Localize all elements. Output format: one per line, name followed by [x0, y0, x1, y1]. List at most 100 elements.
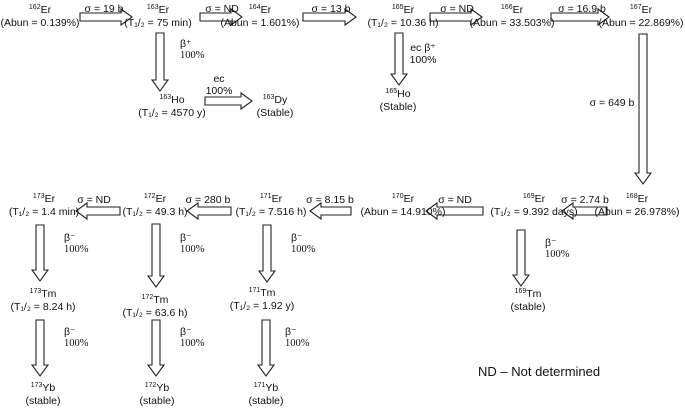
decay-arrow-tm173	[30, 319, 50, 377]
mass-number: 169	[522, 193, 535, 200]
mass-number: 163	[159, 94, 172, 101]
mass-number: 168	[625, 193, 638, 200]
mass-number: 172	[144, 382, 157, 389]
nuclide-dy163: 163Dy(Stable)	[257, 94, 294, 120]
element-symbol: Dy	[274, 94, 288, 106]
decay-mode: ec β⁺	[410, 42, 436, 54]
capture-arrow-er165	[429, 7, 483, 27]
branching-ratio: 100%	[64, 338, 89, 349]
cross-section-label: σ = 280 b	[185, 194, 231, 206]
decay-arrow-er171	[257, 224, 277, 283]
mass-number: 163	[146, 4, 159, 11]
mass-number: 172	[141, 294, 154, 301]
decay-label: β⁻100%	[285, 326, 310, 350]
cross-section-label: σ = ND	[205, 3, 239, 15]
nuclide-er168: 168Er(Abun = 26.978%)	[595, 193, 680, 219]
nuclide-info: (T₁/₂ = 63.6 h)	[122, 307, 188, 319]
branching-ratio: 100%	[180, 244, 205, 255]
decay-arrow-er169	[511, 229, 531, 287]
nuclide-info: (T₁/₂ = 4570 y)	[138, 107, 206, 119]
element-symbol: Tm	[526, 288, 542, 300]
element-symbol: Er	[512, 4, 524, 16]
element-symbol: Er	[534, 193, 546, 205]
mass-number: 171	[253, 382, 266, 389]
element-symbol: Tm	[153, 294, 169, 306]
mass-number: 167	[629, 4, 642, 11]
nuclide-er172: 172Er(T₁/₂ = 49.3 h)	[122, 193, 187, 219]
mass-number: 172	[143, 193, 156, 200]
nuclide-info: (T₁/₂ = 75 min)	[124, 17, 192, 29]
capture-arrow-er164	[302, 7, 357, 27]
cross-section-label: σ = 8.15 b	[306, 194, 354, 206]
nuclide-info: (Abun = 1.601%)	[220, 17, 300, 29]
decay-mode: β⁻	[291, 232, 303, 244]
nuclide-info: (T₁/₂ = 1.92 y)	[229, 300, 295, 312]
decay-mode: β⁺	[180, 38, 192, 50]
decay-label: β⁻100%	[64, 232, 89, 256]
nuclide-info: (stable)	[139, 395, 175, 407]
element-symbol: Tm	[260, 287, 276, 299]
element-symbol: Er	[637, 193, 649, 205]
nuclide-info: (Abun = 26.978%)	[594, 206, 680, 218]
nuclide-info: (T₁/₂ = 7.516 h)	[235, 206, 307, 218]
nuclide-tm173: 173Tm(T₁/₂ = 8.24 h)	[10, 288, 75, 314]
decay-label: β⁻100%	[545, 237, 570, 261]
mass-number: 173	[32, 193, 45, 200]
capture-arrow-er168	[561, 201, 608, 221]
nuclide-yb173: 173Yb(stable)	[25, 382, 60, 408]
branching-ratio: 100%	[545, 249, 570, 260]
mass-number: 162	[28, 4, 41, 11]
capture-arrow-er166	[550, 7, 610, 27]
element-symbol: Yb	[265, 382, 279, 394]
nuclide-er165: 165Er(T₁/₂ = 10.36 h)	[368, 4, 439, 30]
nuclide-info: (Abun = 22.869%)	[598, 17, 684, 29]
nuclide-info: (Abun = 33.503%)	[469, 17, 555, 29]
decay-mode: β⁻	[285, 326, 297, 338]
element-symbol: Er	[403, 193, 415, 205]
nuclide-er169: 169Er(T₁/₂ = 9.392 days)	[490, 193, 577, 219]
capture-arrow-er169	[425, 201, 484, 221]
element-symbol: Yb	[156, 382, 170, 394]
decay-label: ec β⁺100%	[410, 42, 437, 66]
cross-section-label: σ = 649 b	[589, 97, 635, 109]
nuclide-info: (stable)	[25, 395, 61, 407]
decay-mode: ec	[213, 73, 225, 85]
mass-number: 170	[391, 193, 404, 200]
mass-number: 171	[248, 287, 261, 294]
mass-number: 171	[259, 193, 272, 200]
cross-section-label: σ = 19 b	[84, 3, 124, 15]
nuclide-info: (T₁/₂ = 10.36 h)	[367, 17, 439, 29]
nuclide-ho163: 163Ho(T₁/₂ = 4570 y)	[138, 94, 205, 120]
cross-section-label: σ = ND	[438, 194, 472, 206]
nuclide-info: (Stable)	[379, 101, 417, 113]
element-symbol: Er	[40, 4, 52, 16]
nuclide-er164: 164Er(Abun = 1.601%)	[220, 4, 299, 30]
branching-ratio: 100%	[180, 338, 205, 349]
decay-arrow-er163	[150, 32, 170, 92]
element-symbol: Yb	[42, 382, 56, 394]
nuclide-info: (T₁/₂ = 8.24 h)	[10, 301, 76, 313]
mass-number: 165	[385, 88, 398, 95]
mass-number: 164	[248, 4, 261, 11]
nuclide-er162: 162Er(Abun = 0.139%)	[0, 4, 79, 30]
element-symbol: Ho	[171, 94, 185, 106]
cross-section-label: σ = ND	[77, 194, 111, 206]
nuclide-yb172: 172Yb(stable)	[139, 382, 174, 408]
nuclide-info: (Stable)	[256, 107, 294, 119]
cross-section-label: σ = 2.74 b	[561, 194, 609, 206]
decay-arrow-tm171	[256, 319, 276, 377]
decay-mode: β⁻	[545, 237, 557, 249]
element-symbol: Er	[271, 193, 283, 205]
mass-number: 166	[500, 4, 513, 11]
nuclide-er171: 171Er(T₁/₂ = 7.516 h)	[236, 193, 307, 219]
capture-arrow-er167	[633, 33, 653, 185]
nuclide-info: (stable)	[248, 395, 284, 407]
decay-label: β⁻100%	[64, 326, 89, 350]
branching-ratio: 100%	[64, 244, 89, 255]
decay-arrow-er173	[30, 224, 50, 282]
decay-mode: β⁻	[64, 326, 76, 338]
branching-ratio: 100%	[291, 244, 316, 255]
cross-section-label: σ = ND	[440, 3, 474, 15]
